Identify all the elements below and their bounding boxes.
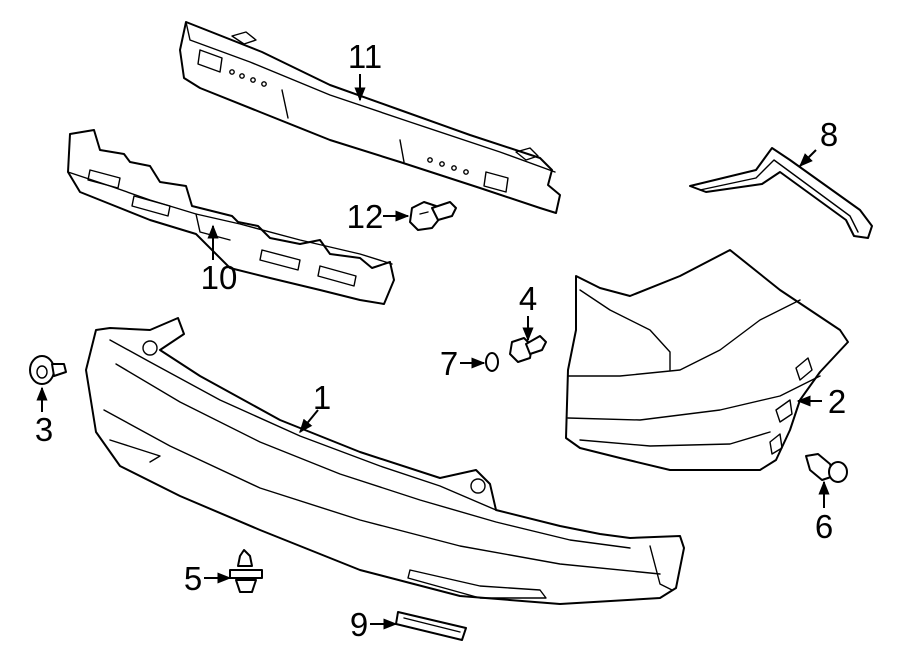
part-10-energy-absorber <box>67 129 395 305</box>
part-8-bracket <box>689 147 873 239</box>
part-2-side-cover <box>565 249 849 471</box>
callout-10: 10 <box>201 259 238 296</box>
part-6-clip <box>805 453 848 483</box>
callout-2: 2 <box>828 383 846 420</box>
callout-1: 1 <box>313 379 331 416</box>
part-3-retainer <box>29 355 67 385</box>
leader-lines <box>36 74 830 630</box>
part-5-clip <box>229 549 263 593</box>
callout-labels: 1 2 3 4 5 6 7 8 9 10 11 12 <box>35 38 846 643</box>
part-11-reinforcement-beam <box>179 21 561 214</box>
callout-4: 4 <box>519 280 537 317</box>
callout-12: 12 <box>347 198 384 235</box>
callout-9: 9 <box>350 606 368 643</box>
part-1-bumper-cover <box>85 317 685 605</box>
callout-11: 11 <box>348 38 382 75</box>
part-9-reflector <box>395 611 467 641</box>
part-12-bolt <box>409 201 457 231</box>
leader-1 <box>299 409 319 434</box>
callout-8: 8 <box>820 116 838 153</box>
leader-8 <box>799 149 817 167</box>
callout-7: 7 <box>440 345 458 382</box>
callout-6: 6 <box>815 508 833 545</box>
part-7-o-ring <box>485 352 499 372</box>
callout-3: 3 <box>35 411 53 448</box>
callout-5: 5 <box>184 560 202 597</box>
